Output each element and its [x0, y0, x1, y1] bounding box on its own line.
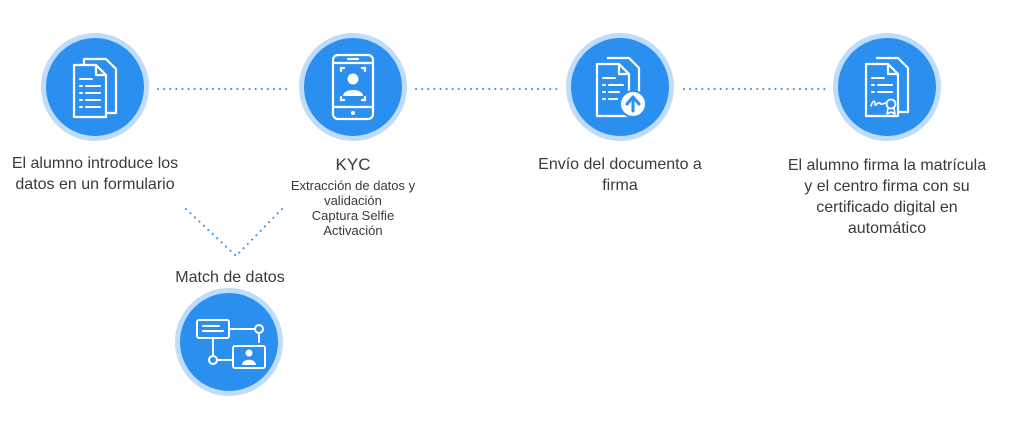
step-1-circle — [41, 33, 149, 141]
step-3-label: Envío del documento a firma — [538, 156, 702, 194]
step-2-detail-1: Extracción de datos y validación — [290, 178, 416, 208]
step-2-title: KYC — [335, 155, 371, 174]
step-2-circle — [299, 33, 407, 141]
form-document-icon — [72, 57, 118, 119]
document-upload-icon — [595, 56, 647, 118]
signed-certificate-icon — [864, 56, 910, 118]
match-circle — [175, 288, 283, 396]
connector-step2-match — [235, 208, 283, 257]
phone-selfie-icon — [331, 53, 375, 121]
connector-step1-match — [185, 208, 237, 257]
step-2-details: Extracción de datos y validación Captura… — [268, 178, 438, 238]
step-2-detail-3: Activación — [323, 223, 383, 238]
step-1-label: El alumno introduce los datos en un form… — [11, 155, 179, 193]
step-4-label: El alumno firma la matrícula y el centro… — [787, 157, 987, 237]
step-3-circle — [566, 33, 674, 141]
step-2-detail-2: Captura Selfie — [311, 208, 395, 223]
data-match-icon — [196, 319, 266, 369]
match-label: Match de datos — [175, 269, 285, 286]
step-4-circle — [833, 33, 941, 141]
